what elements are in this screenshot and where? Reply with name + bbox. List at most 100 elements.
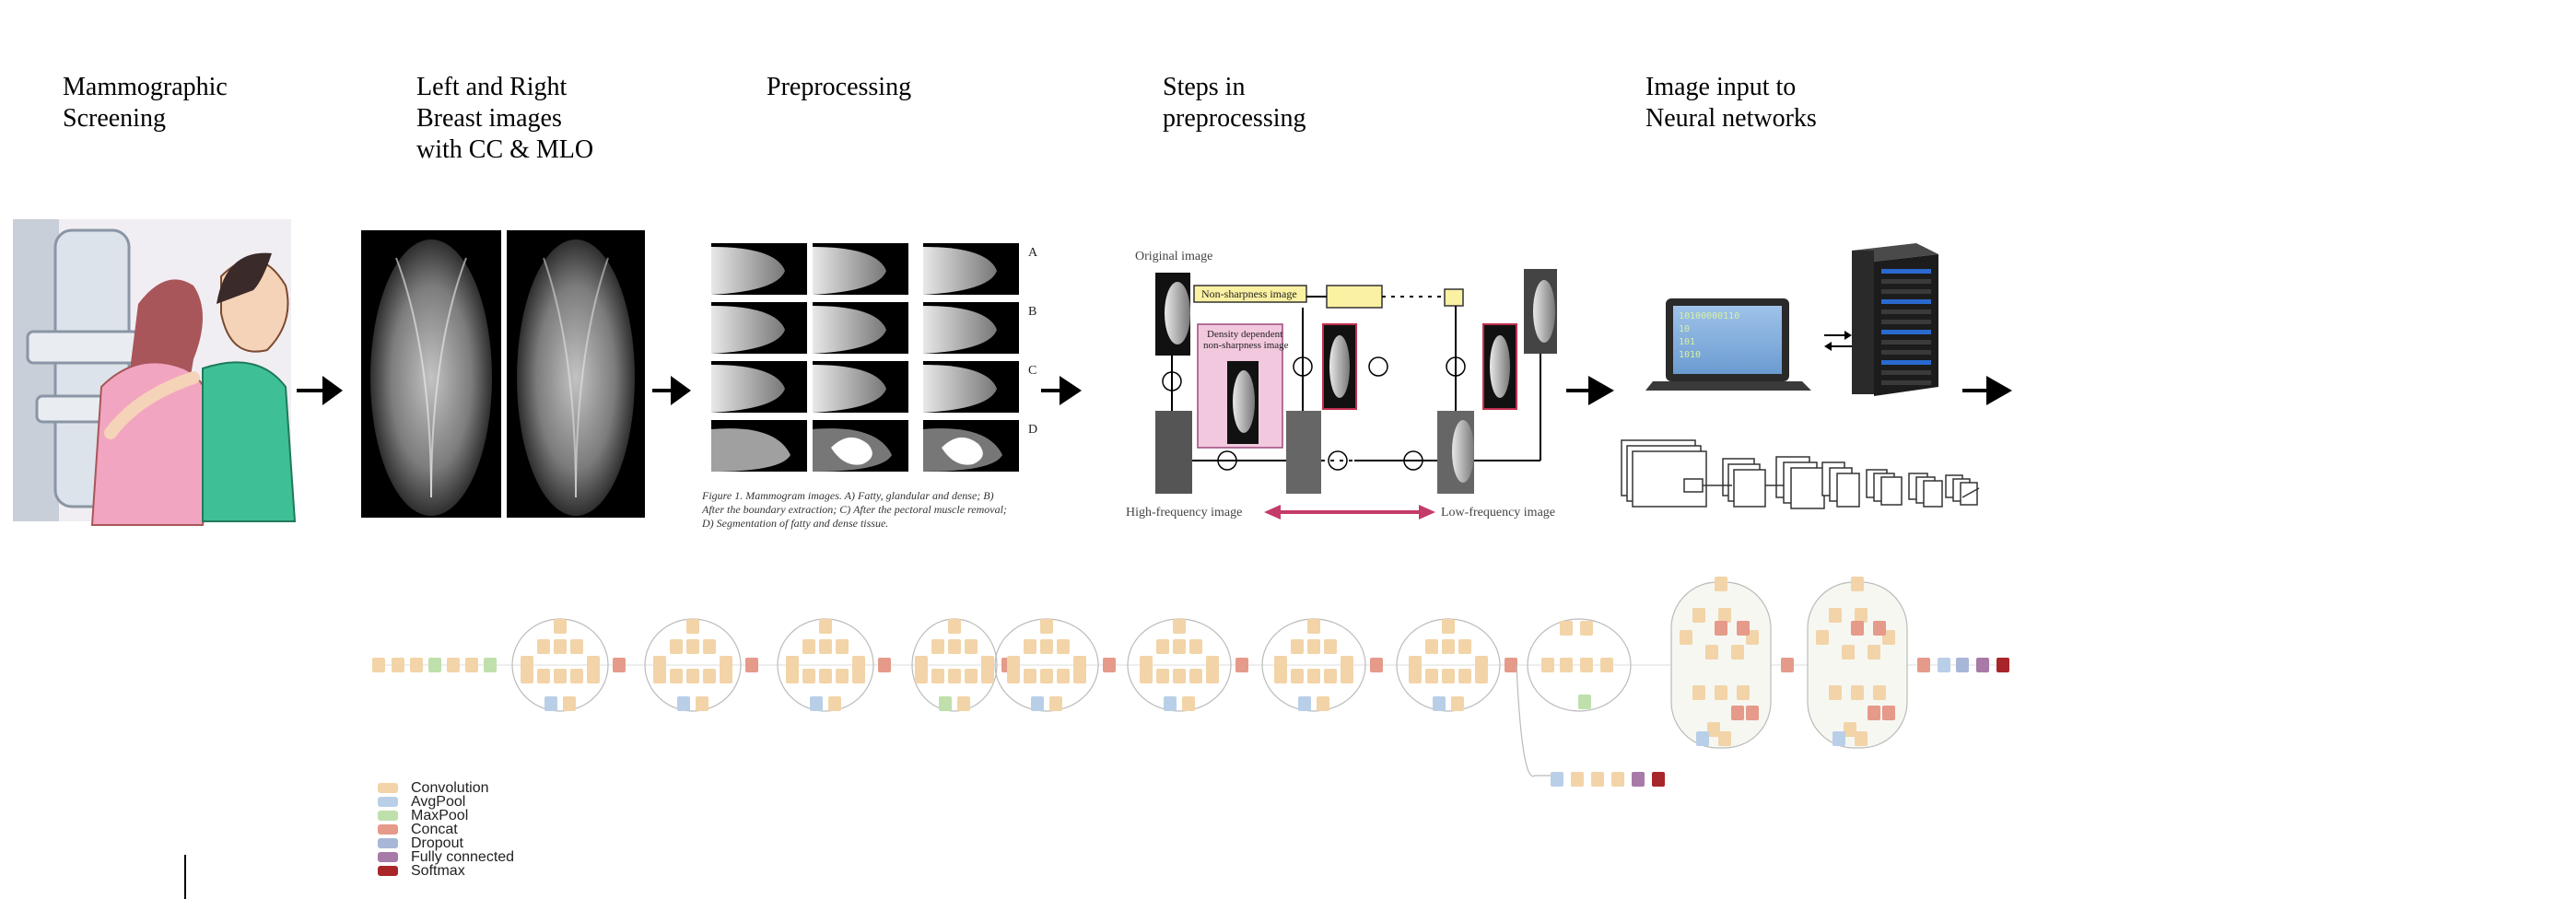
network-node	[570, 639, 583, 654]
network-node	[1458, 669, 1471, 683]
network-node	[1156, 639, 1169, 654]
network-node	[1475, 656, 1488, 671]
network-node	[1580, 621, 1593, 636]
network-node	[1007, 656, 1020, 671]
network-node	[1855, 731, 1868, 746]
low-frequency-label: Low-frequency image	[1441, 506, 1555, 520]
network-node	[1917, 658, 1930, 672]
network-node	[653, 656, 666, 671]
network-node	[521, 656, 533, 671]
legend-label: AvgPool	[411, 793, 466, 810]
preprocessing-steps-diagram: Original image Non-sharpness image Densi…	[1126, 250, 1557, 520]
flow-arrow-4	[1566, 376, 1614, 405]
network-node	[1996, 658, 2009, 672]
network-node	[1307, 639, 1320, 654]
network-node	[931, 669, 944, 683]
server-slot	[1881, 340, 1931, 344]
network-node	[1173, 619, 1186, 634]
mammogram-tile	[711, 420, 807, 472]
stage-title-images: Left and Right Breast images with CC & M…	[416, 73, 594, 164]
network-node	[1652, 772, 1665, 787]
network-node	[1873, 685, 1886, 700]
network-node	[915, 656, 928, 671]
tile-breast	[813, 247, 886, 295]
network-node	[948, 669, 961, 683]
network-node	[1173, 639, 1186, 654]
network-node	[1024, 639, 1036, 654]
stage-title-preprocessing: Preprocessing	[767, 73, 912, 101]
legend-item-avgpool: AvgPool	[378, 793, 514, 810]
network-node	[544, 696, 557, 711]
tile-breast	[711, 365, 785, 413]
network-node	[1680, 630, 1692, 645]
network-node	[836, 669, 849, 683]
network-node	[965, 639, 978, 654]
network-node	[836, 639, 849, 654]
network-node	[447, 658, 460, 672]
screening-illustration	[13, 219, 297, 526]
network-node	[1829, 608, 1842, 623]
network-node	[1341, 656, 1353, 671]
network-node	[1737, 621, 1750, 636]
legend-swatch	[378, 838, 398, 848]
network-node	[484, 658, 497, 672]
row-label-b: B	[1028, 305, 1036, 319]
network-node	[1692, 608, 1705, 623]
network-node	[1731, 706, 1744, 720]
network-node	[1040, 669, 1053, 683]
network-node	[802, 669, 815, 683]
network-node	[1425, 639, 1438, 654]
network-node	[1715, 621, 1727, 636]
figure-caption-line-1: Figure 1. Mammogram images. A) Fatty, gl…	[701, 489, 994, 502]
network-node	[1571, 772, 1584, 787]
network-node	[1103, 658, 1116, 672]
network-node	[948, 619, 961, 634]
legend-label: Softmax	[411, 862, 465, 879]
preprocessing-grid	[711, 243, 1019, 472]
network-node	[1816, 630, 1829, 645]
network-node	[521, 669, 533, 683]
mammogram-tile	[813, 302, 908, 354]
network-node	[1551, 772, 1563, 787]
network-node	[1164, 696, 1177, 711]
network-node	[1206, 656, 1219, 671]
network-node	[670, 639, 683, 654]
network-node	[1317, 696, 1329, 711]
network-node	[1611, 772, 1624, 787]
mammogram-tile	[711, 243, 807, 295]
row-label-d: D	[1028, 423, 1037, 437]
network-node	[1851, 621, 1864, 636]
network-node	[1049, 696, 1062, 711]
server-slot	[1881, 360, 1931, 365]
flow-arrow-2	[652, 376, 691, 405]
tile-breast	[711, 306, 785, 354]
network-node	[1560, 658, 1573, 672]
mammogram-tile	[923, 420, 1019, 472]
network-node	[1746, 706, 1759, 720]
network-node	[465, 658, 478, 672]
network-node	[554, 669, 567, 683]
network-node	[1715, 685, 1727, 700]
network-node	[1580, 658, 1593, 672]
network-node	[696, 696, 708, 711]
network-node	[1442, 619, 1455, 634]
figure-caption-line-2: After the boundary extraction; C) After …	[701, 503, 1007, 516]
network-node	[703, 639, 716, 654]
network-node	[1458, 639, 1471, 654]
network-node	[1324, 639, 1337, 654]
network-node	[1235, 658, 1248, 672]
network-node	[1737, 685, 1750, 700]
original-image-label: Original image	[1135, 250, 1212, 263]
network-node	[1718, 608, 1731, 623]
network-node	[1541, 658, 1554, 672]
network-node	[1425, 669, 1438, 683]
screen-line-2: 10	[1679, 324, 1690, 334]
network-node	[686, 639, 699, 654]
network-node	[1140, 656, 1153, 671]
network-node	[819, 619, 832, 634]
big-module-outline	[1807, 581, 1908, 749]
legend-item-concat: Concat	[378, 822, 514, 837]
legend-item-softmax: Softmax	[378, 862, 514, 879]
tile-dense	[942, 437, 983, 465]
